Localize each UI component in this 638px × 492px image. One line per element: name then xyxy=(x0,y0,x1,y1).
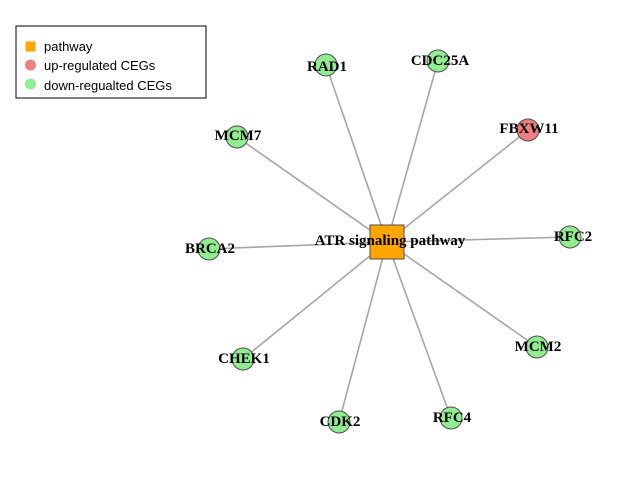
gene-node-cdk2 xyxy=(327,410,351,434)
gene-node-chek1 xyxy=(231,347,255,371)
gene-node-rfc4 xyxy=(439,406,463,430)
gene-node-label-fbxw11: FBXW11 xyxy=(499,121,558,137)
gene-node-label-rad1: RAD1 xyxy=(307,59,347,75)
gene-node-label-mcm7: MCM7 xyxy=(215,128,262,144)
gene-node-label-rfc2: RFC2 xyxy=(554,229,592,245)
gene-node-label-cdc25a: CDC25A xyxy=(411,53,469,69)
legend-up-label: up-regulated CEGs xyxy=(44,58,156,73)
nodes-layer xyxy=(197,49,582,434)
legend-down-swatch xyxy=(25,78,36,90)
legend-pathway-swatch xyxy=(25,41,36,52)
legend-pathway-label: pathway xyxy=(44,39,93,54)
edge-pathway-rfc2 xyxy=(386,236,571,243)
edges-layer xyxy=(208,60,571,423)
edge-pathway-brca2 xyxy=(208,241,388,250)
gene-node-mcm7 xyxy=(225,125,249,149)
gene-node-rfc2 xyxy=(558,225,582,249)
gene-node-rad1 xyxy=(314,53,338,77)
edge-pathway-rad1 xyxy=(325,64,388,243)
legend: pathway up-regulated CEGs down-regualted… xyxy=(15,25,207,99)
gene-node-label-brca2: BRCA2 xyxy=(185,241,235,257)
pathway-node xyxy=(369,224,405,260)
gene-node-label-rfc4: RFC4 xyxy=(433,410,472,426)
gene-node-label-mcm2: MCM2 xyxy=(515,339,562,355)
edge-pathway-mcm2 xyxy=(386,241,538,348)
edge-pathway-fbxw11 xyxy=(386,129,529,243)
edge-pathway-mcm7 xyxy=(236,136,388,243)
gene-node-label-chek1: CHEK1 xyxy=(218,351,270,367)
pathway-node-label: ATR signaling pathway xyxy=(315,233,466,249)
edge-pathway-cdc25a xyxy=(386,60,439,243)
edge-pathway-rfc4 xyxy=(386,241,452,419)
gene-node-fbxw11 xyxy=(516,118,540,142)
legend-box xyxy=(15,25,207,99)
edge-pathway-cdk2 xyxy=(338,241,388,423)
gene-node-cdc25a xyxy=(426,49,450,73)
gene-node-label-cdk2: CDK2 xyxy=(320,414,361,430)
legend-down-label: down-regualted CEGs xyxy=(44,78,172,93)
gene-node-mcm2 xyxy=(525,335,549,359)
gene-node-brca2 xyxy=(197,237,221,261)
legend-up-swatch xyxy=(25,59,36,71)
edge-pathway-chek1 xyxy=(242,241,388,360)
